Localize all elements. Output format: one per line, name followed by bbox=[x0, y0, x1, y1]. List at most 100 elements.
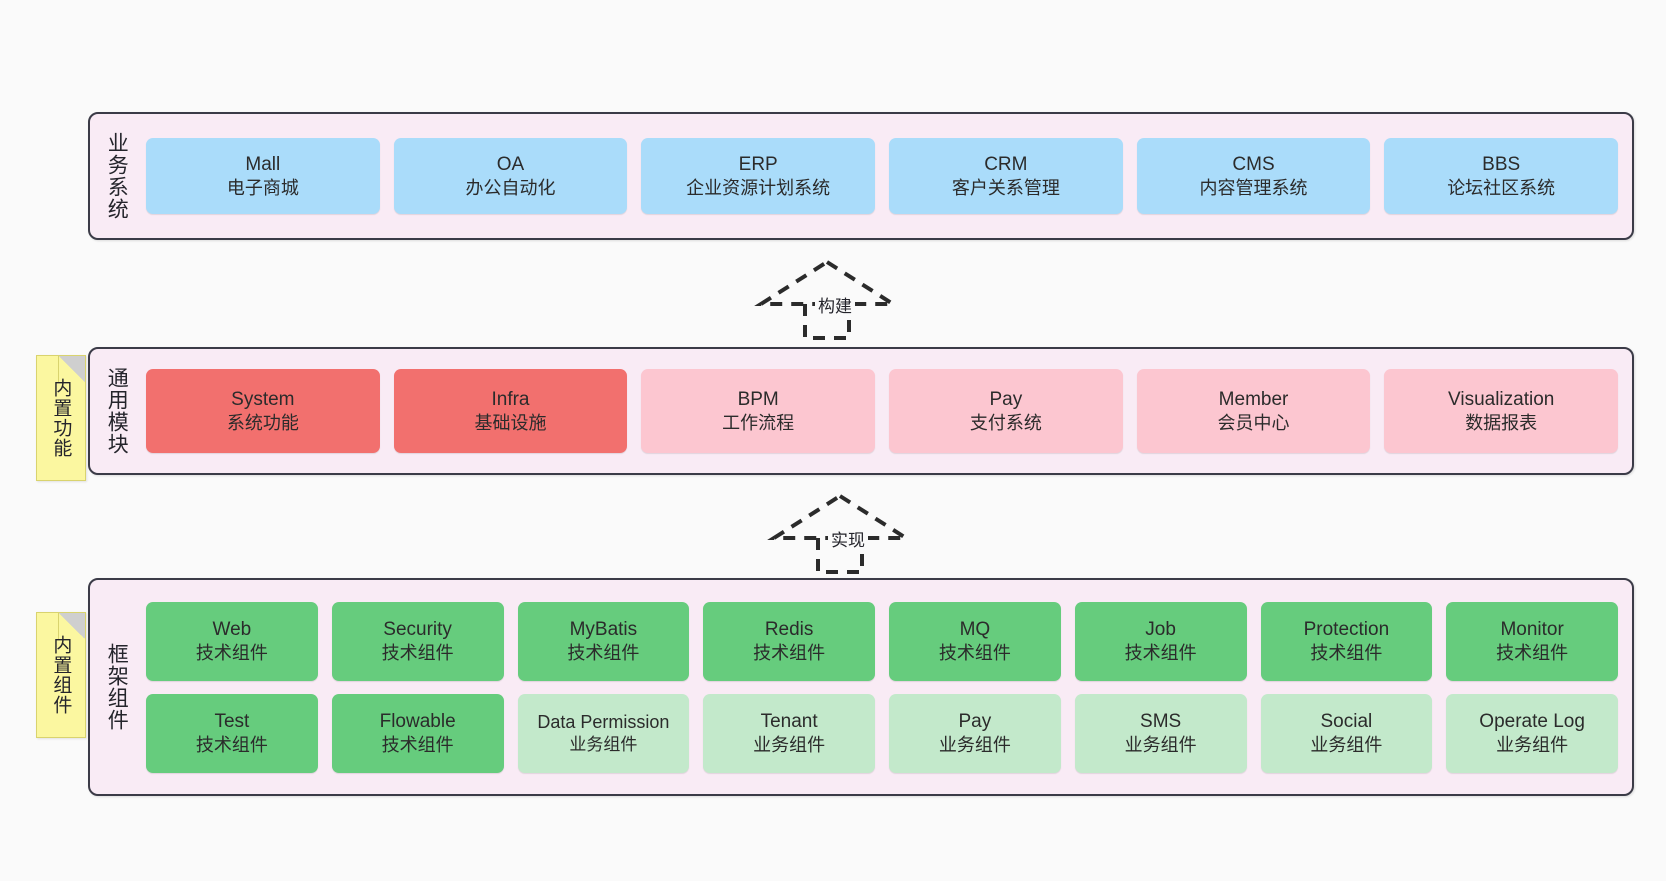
business-card-mall[interactable]: Mall 电子商城 bbox=[146, 138, 380, 214]
card-title-cn: 会员中心 bbox=[1217, 412, 1290, 433]
framework-card-mybatis[interactable]: MyBatis 技术组件 bbox=[517, 601, 690, 681]
module-card-bpm[interactable]: BPM 工作流程 bbox=[641, 369, 876, 453]
card-title-cn: 电子商城 bbox=[226, 177, 299, 198]
note-builtin-component: 内置组件 bbox=[36, 612, 86, 738]
framework-card-redis[interactable]: Redis 技术组件 bbox=[703, 601, 875, 681]
card-title-cn: 内容管理系统 bbox=[1199, 177, 1308, 198]
card-title-en: Security bbox=[383, 618, 452, 640]
card-title-cn: 业务组件 bbox=[753, 734, 826, 755]
framework-card-protection[interactable]: Protection 技术组件 bbox=[1260, 601, 1433, 681]
framework-card-job[interactable]: Job 技术组件 bbox=[1074, 601, 1247, 681]
dashed-arrow-icon bbox=[767, 493, 913, 574]
framework-card-pay[interactable]: Pay 业务组件 bbox=[889, 693, 1061, 773]
business-card-erp[interactable]: ERP 企业资源计划系统 bbox=[641, 138, 876, 214]
card-title-cn: 技术组件 bbox=[195, 642, 268, 663]
framework-card-test[interactable]: Test 技术组件 bbox=[146, 693, 318, 773]
module-card-visualization[interactable]: Visualization 数据报表 bbox=[1384, 369, 1619, 453]
card-title-en: System bbox=[231, 388, 295, 410]
arrow-label-implement: 实现 bbox=[828, 526, 868, 551]
card-title-en: Monitor bbox=[1500, 618, 1564, 640]
card-title-en: CRM bbox=[984, 153, 1028, 175]
card-title-cn: 技术组件 bbox=[381, 642, 454, 663]
framework-card-monitor[interactable]: Monitor 技术组件 bbox=[1446, 601, 1618, 681]
framework-card-social[interactable]: Social 业务组件 bbox=[1260, 693, 1433, 773]
card-title-en: Member bbox=[1218, 388, 1289, 410]
common-modules-card-list: System 系统功能 Infra 基础设施 BPM 工作流程 Pay 支付系统… bbox=[142, 349, 1632, 473]
card-title-en: Flowable bbox=[379, 710, 456, 732]
module-card-system[interactable]: System 系统功能 bbox=[146, 369, 380, 453]
card-title-cn: 客户关系管理 bbox=[951, 177, 1060, 198]
business-card-oa[interactable]: OA 办公自动化 bbox=[393, 138, 628, 214]
card-title-cn: 业务组件 bbox=[1124, 734, 1197, 755]
card-title-en: Visualization bbox=[1448, 388, 1555, 410]
card-title-cn: 办公自动化 bbox=[465, 177, 556, 198]
card-title-cn: 企业资源计划系统 bbox=[686, 177, 831, 198]
card-title-cn: 论坛社区系统 bbox=[1447, 177, 1556, 198]
module-card-member[interactable]: Member 会员中心 bbox=[1136, 369, 1371, 453]
card-title-en: BPM bbox=[737, 388, 779, 410]
card-title-cn: 系统功能 bbox=[226, 412, 299, 433]
card-title-cn: 业务组件 bbox=[938, 734, 1011, 755]
card-title-cn: 技术组件 bbox=[753, 642, 826, 663]
card-title-en: Mall bbox=[245, 153, 281, 175]
card-title-en: BBS bbox=[1482, 153, 1521, 175]
note-builtin-component-text: 内置组件 bbox=[50, 635, 72, 715]
card-title-cn: 业务组件 bbox=[569, 734, 638, 754]
card-title-en: Test bbox=[214, 710, 250, 732]
common-modules-layer: 通用模块 System 系统功能 Infra 基础设施 BPM 工作流程 Pay… bbox=[88, 347, 1634, 475]
card-title-en: Protection bbox=[1303, 618, 1390, 640]
card-title-cn: 技术组件 bbox=[938, 642, 1011, 663]
framework-row-tech: Web 技术组件 Security 技术组件 MyBatis 技术组件 Redi… bbox=[146, 601, 1618, 681]
card-title-en: Pay bbox=[958, 710, 992, 732]
card-title-en: MyBatis bbox=[569, 618, 638, 640]
business-card-crm[interactable]: CRM 客户关系管理 bbox=[889, 138, 1123, 214]
business-card-cms[interactable]: CMS 内容管理系统 bbox=[1136, 138, 1371, 214]
card-title-en: Redis bbox=[764, 618, 814, 640]
card-title-en: CMS bbox=[1232, 153, 1275, 175]
module-card-pay[interactable]: Pay 支付系统 bbox=[889, 369, 1123, 453]
card-title-cn: 技术组件 bbox=[381, 734, 454, 755]
business-systems-layer: 业务系统 Mall 电子商城 OA 办公自动化 ERP 企业资源计划系统 CRM… bbox=[88, 112, 1634, 240]
framework-card-sms[interactable]: SMS 业务组件 bbox=[1074, 693, 1247, 773]
framework-card-tenant[interactable]: Tenant 业务组件 bbox=[703, 693, 875, 773]
framework-card-security[interactable]: Security 技术组件 bbox=[331, 601, 504, 681]
card-title-cn: 业务组件 bbox=[1310, 734, 1383, 755]
card-title-en: Tenant bbox=[760, 710, 818, 732]
card-title-cn: 数据报表 bbox=[1465, 412, 1538, 433]
framework-card-data-permission[interactable]: Data Permission 业务组件 bbox=[517, 693, 690, 773]
module-card-infra[interactable]: Infra 基础设施 bbox=[393, 369, 628, 453]
card-title-en: Job bbox=[1145, 618, 1176, 640]
card-title-en: Infra bbox=[491, 388, 530, 410]
card-title-cn: 工作流程 bbox=[722, 412, 795, 433]
framework-card-mq[interactable]: MQ 技术组件 bbox=[889, 601, 1061, 681]
framework-components-grid: Web 技术组件 Security 技术组件 MyBatis 技术组件 Redi… bbox=[142, 580, 1632, 794]
framework-card-web[interactable]: Web 技术组件 bbox=[146, 601, 318, 681]
card-title-en: ERP bbox=[738, 153, 778, 175]
arrow-label-build: 构建 bbox=[815, 292, 855, 317]
card-title-en: MQ bbox=[959, 618, 991, 640]
card-title-en: Social bbox=[1320, 710, 1373, 732]
business-systems-card-list: Mall 电子商城 OA 办公自动化 ERP 企业资源计划系统 CRM 客户关系… bbox=[142, 114, 1632, 238]
note-builtin-function: 内置功能 bbox=[36, 355, 86, 481]
card-title-cn: 技术组件 bbox=[567, 642, 640, 663]
note-builtin-function-text: 内置功能 bbox=[50, 378, 72, 458]
card-title-en: Web bbox=[212, 618, 252, 640]
generalization-arrow-build: 构建 bbox=[754, 258, 900, 340]
framework-row-business: Test 技术组件 Flowable 技术组件 Data Permission … bbox=[146, 693, 1618, 773]
business-card-bbs[interactable]: BBS 论坛社区系统 bbox=[1384, 138, 1619, 214]
common-modules-layer-title: 通用模块 bbox=[105, 367, 129, 455]
card-title-en: Pay bbox=[989, 388, 1023, 410]
generalization-arrow-implement: 实现 bbox=[767, 492, 913, 574]
card-title-en: Data Permission bbox=[537, 712, 670, 733]
card-title-en: Operate Log bbox=[1479, 710, 1585, 732]
card-title-cn: 技术组件 bbox=[195, 734, 268, 755]
card-title-en: SMS bbox=[1140, 710, 1182, 732]
dashed-arrow-icon bbox=[754, 259, 900, 340]
card-title-cn: 基础设施 bbox=[474, 412, 547, 433]
framework-components-layer-title: 框架组件 bbox=[105, 643, 129, 731]
framework-components-layer: 框架组件 Web 技术组件 Security 技术组件 MyBatis 技术组件… bbox=[88, 578, 1634, 796]
framework-card-flowable[interactable]: Flowable 技术组件 bbox=[331, 693, 504, 773]
framework-card-operate-log[interactable]: Operate Log 业务组件 bbox=[1446, 693, 1618, 773]
card-title-cn: 支付系统 bbox=[969, 412, 1042, 433]
card-title-cn: 技术组件 bbox=[1310, 642, 1383, 663]
